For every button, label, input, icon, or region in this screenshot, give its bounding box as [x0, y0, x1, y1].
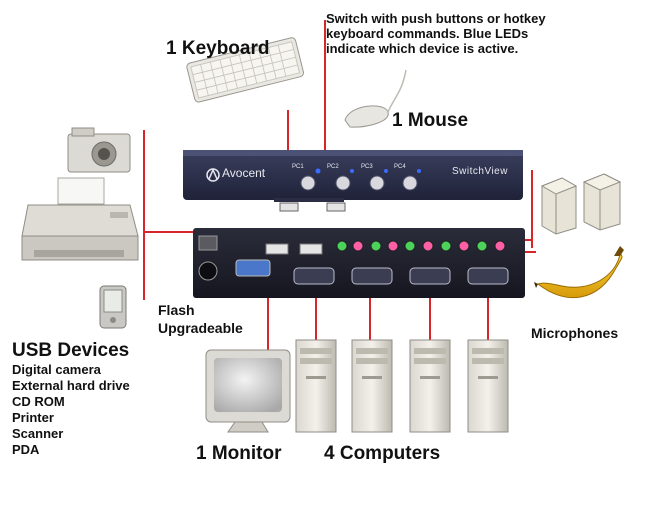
monitor-icon [205, 349, 291, 433]
port-label-3: PC3 [361, 164, 373, 170]
switch-note-line: keyboard commands. Blue LEDs [326, 26, 529, 41]
port-label-1: PC1 [292, 164, 304, 170]
usb-device-item: CD ROM [12, 394, 65, 409]
usb-devices-list: USB Devices Digital camera External hard… [12, 340, 130, 458]
switch-note-line: Switch with push buttons or hotkey [326, 11, 546, 26]
model-name-text: SwitchView [452, 166, 508, 177]
flash-label-line: Upgradeable [158, 320, 243, 336]
computers-label: 4 Computers [324, 443, 441, 464]
keyboard-label: 1 Keyboard [166, 38, 270, 59]
camera-icon [67, 127, 131, 173]
usb-device-item: Digital camera [12, 362, 101, 377]
flash-label-line: Flash [158, 302, 195, 318]
speaker-icon [540, 173, 622, 235]
pda-icon [99, 285, 127, 329]
mouse-icon [344, 69, 407, 128]
port-label-4: PC4 [394, 164, 406, 170]
usb-devices-title: USB Devices [12, 340, 130, 361]
banana-icon [534, 246, 624, 299]
kvm-rear-panel [193, 228, 525, 298]
usb-device-item: External hard drive [12, 378, 130, 393]
usb-device-item: Scanner [12, 426, 64, 441]
port-label-2: PC2 [327, 164, 339, 170]
computer-tower-icon [295, 339, 509, 433]
brand-logo-text: Avocent [222, 166, 266, 180]
switch-note: Switch with push buttons or hotkey keybo… [326, 11, 546, 56]
kvm-switch-icon [183, 150, 523, 212]
mouse-label: 1 Mouse [392, 110, 469, 131]
switch-note-line: indicate which device is active. [326, 41, 519, 56]
printer-icon [21, 177, 139, 261]
keyboard-icon [186, 37, 305, 103]
monitor-label: 1 Monitor [196, 443, 282, 464]
flash-label: Flash Upgradeable [158, 301, 243, 337]
microphones-label: Microphones [531, 325, 619, 341]
usb-device-item: PDA [12, 442, 40, 457]
usb-device-item: Printer [12, 410, 54, 425]
